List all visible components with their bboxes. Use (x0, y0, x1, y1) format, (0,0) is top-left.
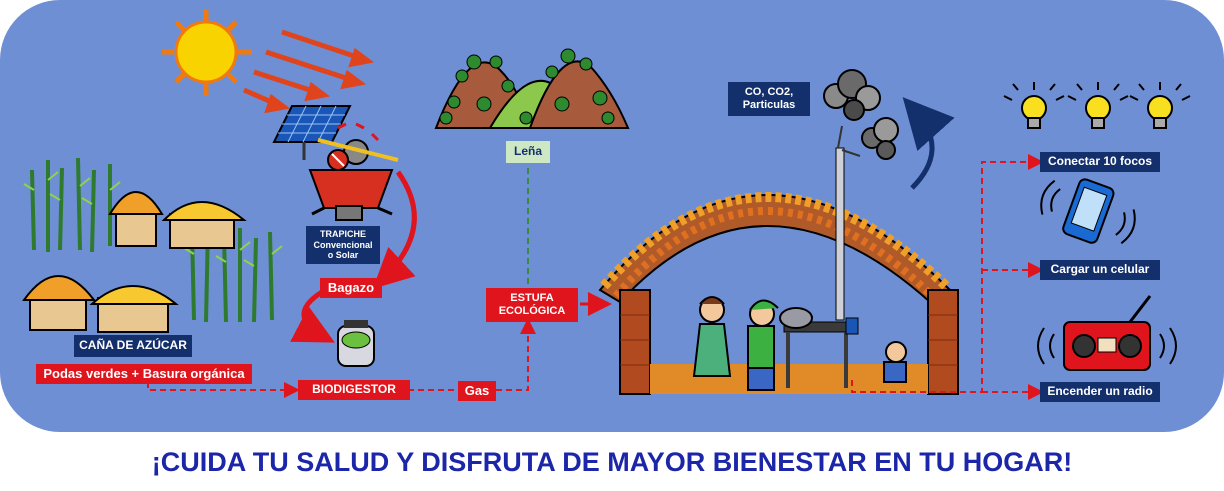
lena-label: Leña (506, 141, 550, 163)
mountains-icon (434, 48, 630, 129)
biodigester-icon (337, 320, 375, 367)
flow-arrows (147, 154, 1044, 400)
diagram-panel: CAÑA DE AZÚCAR Podas verdes + Basura org… (0, 0, 1224, 432)
trapiche-line3: o Solar (327, 250, 359, 261)
lightbulbs-icon (1003, 82, 1191, 129)
pruning-label: Podas verdes + Basura orgánica (36, 364, 252, 384)
recirculation-arrow (902, 97, 955, 190)
trapiche-icon (308, 122, 399, 221)
emissions-label: CO, CO2, Particulas (728, 82, 810, 116)
slogan-text: ¡CUIDA TU SALUD Y DISFRUTA DE MAYOR BIEN… (151, 447, 1073, 477)
stove-label: ESTUFA ECOLÓGICA (486, 288, 578, 322)
radio-icon (1037, 295, 1177, 371)
radio-label: Encender un radio (1040, 382, 1160, 402)
stove-line2: ECOLÓGICA (498, 305, 566, 317)
phone-label: Cargar un celular (1040, 260, 1160, 280)
cane-label: CAÑA DE AZÚCAR (74, 335, 192, 357)
trapiche-label: TRAPICHE Convencional o Solar (306, 226, 380, 264)
biodigestor-label: BIODIGESTOR (298, 380, 410, 400)
scene-illustration (22, 10, 1191, 400)
trapiche-title: TRAPICHE (319, 229, 366, 240)
sun-icon (162, 10, 252, 96)
sunray-arrows (242, 29, 375, 114)
bagazo-label: Bagazo (320, 278, 382, 298)
cellphone-icon (1040, 178, 1136, 245)
gas-label: Gas (458, 381, 496, 401)
stove-line1: ESTUFA (510, 292, 554, 305)
trapiche-line2: Convencional (313, 239, 373, 250)
emissions-line1: CO, CO2, (744, 86, 794, 99)
huts-icon (22, 191, 247, 333)
emissions-line2: Particulas (742, 99, 796, 111)
family-cooking-icon (692, 296, 907, 391)
smoke-icon (823, 69, 899, 160)
bulbs-label: Conectar 10 focos (1040, 152, 1160, 172)
